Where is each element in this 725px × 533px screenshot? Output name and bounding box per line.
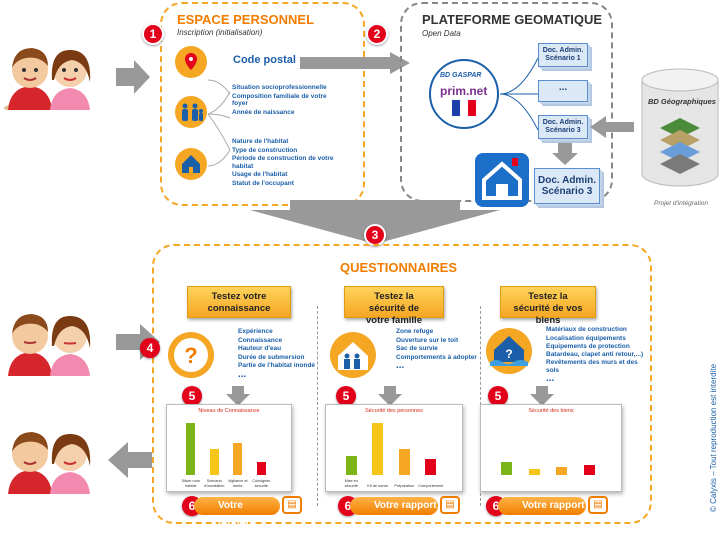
step-5-badge-col1: 5 xyxy=(182,386,202,406)
database-icon xyxy=(641,68,719,187)
chart-card-col2: Sécurité des personnes Mise en sécurité K… xyxy=(325,404,463,492)
gaspar-circle xyxy=(429,59,499,129)
doc-scenario-3: Doc. Admin. Scénario 3 xyxy=(538,115,588,139)
brace-lines xyxy=(207,79,231,167)
rapport-button-col2[interactable]: Votre rapport xyxy=(350,497,438,515)
chart-bar-label: Consignes sécurité xyxy=(252,479,271,488)
doc-ellipsis: ... xyxy=(538,80,588,102)
step-3-badge: 3 xyxy=(364,224,386,246)
location-pin-icon xyxy=(175,46,207,78)
plateforme-title: PLATEFORME GEOMATIQUE xyxy=(422,12,603,27)
chart-card-col1: Niveau de Connaissance Situer mon habita… xyxy=(166,404,292,492)
btn-connaissance[interactable]: Testez votre connaissance xyxy=(187,286,291,318)
doc-scenario-3-large: Doc. Admin. Scénario 3 xyxy=(534,168,600,204)
flooded-house-icon: ? xyxy=(486,328,532,374)
flag-icon xyxy=(452,100,476,116)
connector-lines xyxy=(500,57,539,131)
chart-bar xyxy=(528,468,540,475)
bd-geo-title: BD Géographiques xyxy=(648,97,716,106)
svg-text:?: ? xyxy=(505,347,512,361)
chart-bar xyxy=(233,442,243,475)
espace-title: ESPACE PERSONNEL xyxy=(177,12,315,27)
btn-securite-biens[interactable]: Testez la sécurité de vos biens xyxy=(500,286,596,326)
family-house-icon xyxy=(330,332,376,378)
arrow-to-espace xyxy=(116,60,150,94)
chart-bar-label: Préparation xyxy=(394,483,415,488)
book-icon-col3[interactable]: ▤ xyxy=(588,496,608,514)
book-icon-col2[interactable]: ▤ xyxy=(440,496,460,514)
arrow-down-docs xyxy=(552,143,578,165)
step-1-badge: 1 xyxy=(142,23,164,45)
chart-bar-label: Scénario d'inondation xyxy=(204,479,225,488)
bd-geo-caption: Projet d'intégration xyxy=(654,200,708,207)
arrow-down-col1 xyxy=(226,386,250,406)
arrow-down-col2 xyxy=(378,386,402,406)
step-5-badge-col2: 5 xyxy=(336,386,356,406)
chart-bar xyxy=(372,423,384,475)
users-illustration-mid xyxy=(8,314,91,376)
btn-securite-famille[interactable]: Testez la sécurité de votre famille xyxy=(344,286,444,326)
gaspar-label: BD GASPAR xyxy=(440,72,482,79)
divider-1 xyxy=(317,306,318,506)
house-icon xyxy=(175,148,207,180)
arrow-to-plateforme xyxy=(300,52,410,74)
chart-bar xyxy=(583,464,595,475)
rapport-button-col3[interactable]: Votre rapport xyxy=(498,497,586,515)
primnet-logo: prim.net xyxy=(440,84,488,98)
plateforme-subtitle: Open Data xyxy=(422,29,461,38)
step-5-badge-col3: 5 xyxy=(488,386,508,406)
question-icon: ? xyxy=(168,332,214,378)
svg-text:?: ? xyxy=(184,343,197,368)
chart-bar-label: Mise en sécurité xyxy=(344,479,358,488)
code-postal-label: Code postal xyxy=(233,54,296,66)
questionnaires-box xyxy=(152,244,652,524)
chart-bar xyxy=(398,449,410,475)
family-icon xyxy=(175,96,207,128)
chart-bar xyxy=(501,462,513,475)
book-icon-col1[interactable]: ▤ xyxy=(282,496,302,514)
chart-bar xyxy=(345,455,357,475)
chart-bar xyxy=(425,459,437,475)
questionnaires-title: QUESTIONNAIRES xyxy=(340,260,458,275)
chart-title-col1: Niveau de Connaissance xyxy=(198,408,260,414)
doc-scenario-1: Doc. Admin. Scénario 1 xyxy=(538,43,588,67)
chart-bar xyxy=(556,467,568,475)
espace-personnel-box xyxy=(160,2,365,206)
chart-bar xyxy=(209,449,219,475)
house-app-icon xyxy=(475,153,529,207)
arrow-to-users-bottom xyxy=(108,442,152,478)
rapport-button-col1[interactable]: Votre rapport xyxy=(194,497,280,529)
chart-card-col3: Sécurité des biens xyxy=(480,404,622,492)
arrow-down-col3 xyxy=(530,386,554,406)
users-illustration-top xyxy=(4,48,91,110)
arrow-from-bd-geo xyxy=(590,116,634,138)
chart-title-col2: Sécurité des personnes xyxy=(365,408,423,414)
arrow-to-questionnaires xyxy=(250,200,500,244)
chart-bar-label: Kit de survie xyxy=(367,483,389,488)
espace-subtitle: Inscription (initialisation) xyxy=(177,28,263,37)
chart-bar-label: Situer mon habitat xyxy=(181,479,200,488)
chart-bar xyxy=(256,462,266,475)
chart-title-col3: Sécurité des biens xyxy=(528,408,574,414)
chart-bar-label: Comportement xyxy=(418,483,444,488)
copyright-text: © Calyxis – Tout reproduction est interd… xyxy=(709,363,718,512)
users-illustration-bottom xyxy=(8,432,91,494)
step-2-badge: 2 xyxy=(366,23,388,45)
chart-bar-label: Vigilance et alerte xyxy=(227,479,248,488)
step-4-badge: 4 xyxy=(140,338,160,358)
chart-bar xyxy=(186,423,196,475)
